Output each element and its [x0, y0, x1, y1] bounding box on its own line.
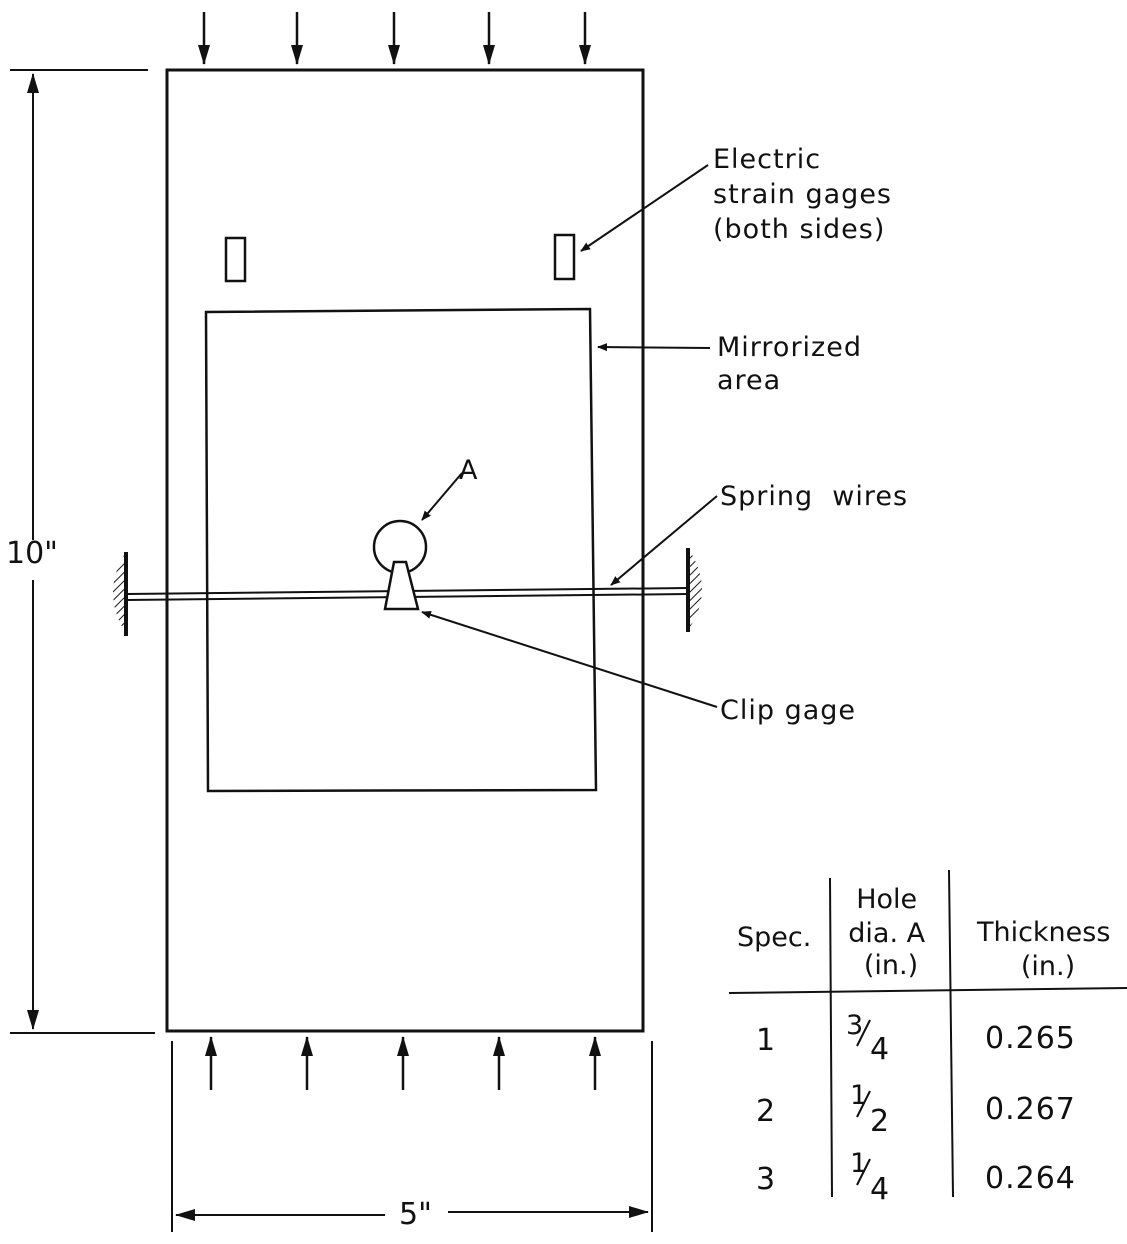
table-row: 1 3 4 0.265 — [756, 1010, 1076, 1067]
hole-a-leader — [421, 472, 463, 521]
table-header-thickness: Thickness (in.) — [976, 917, 1119, 982]
clip-gage — [383, 560, 420, 611]
table-rule — [728, 987, 1127, 994]
fraction-bar — [856, 1019, 871, 1047]
width-dimension — [171, 1041, 653, 1232]
height-dimension — [10, 69, 155, 1034]
clip-gage-label: Clip gage — [720, 695, 856, 726]
strain-gage-leader — [580, 164, 709, 252]
mirrorized-area — [204, 307, 598, 793]
fraction-denominator: 2 — [870, 1104, 890, 1139]
wire-anchor-right — [686, 548, 702, 632]
strain-gage-left — [224, 236, 247, 283]
height-dimension-label: 10" — [6, 536, 58, 571]
width-dimension-label: 5" — [399, 1197, 432, 1232]
top-load-arrows — [198, 12, 591, 65]
mirrorized-label: Mirrorized area — [717, 332, 872, 396]
wire-anchor-left — [113, 552, 128, 636]
table-cell-hole-dia: 1 4 — [850, 1148, 890, 1207]
table-cell-hole-dia: 3 4 — [846, 1010, 890, 1067]
fraction-numerator: 1 — [850, 1080, 867, 1111]
specimen-table: Spec. Hole dia. A (in.) Thickness (in.) … — [728, 869, 1127, 1207]
bottom-load-arrows — [205, 1036, 601, 1090]
table-cell-hole-dia: 1 2 — [850, 1080, 890, 1139]
table-header-thickness-line: (in.) — [1021, 951, 1075, 982]
mirrorized-label-line: area — [717, 365, 781, 396]
table-header-hole-line: dia. A — [848, 918, 925, 949]
table-row: 2 1 2 0.267 — [756, 1080, 1076, 1139]
fraction-denominator: 4 — [870, 1172, 890, 1207]
strain-gages-label-line: strain gages — [713, 179, 892, 210]
clip-gage-leader — [421, 610, 718, 708]
table-row: 3 1 4 0.264 — [756, 1148, 1076, 1207]
fraction-bar — [856, 1158, 871, 1186]
fraction-numerator: 1 — [850, 1148, 867, 1179]
table-cell-spec: 2 — [756, 1094, 776, 1129]
table-header-spec: Spec. — [737, 922, 811, 953]
spring-wires-leader — [610, 495, 718, 586]
table-column-divider — [829, 877, 833, 1198]
leader-lines — [421, 164, 718, 708]
table-header-hole-line: Hole — [856, 884, 917, 915]
strain-gages-label-line: (both sides) — [713, 214, 885, 245]
table-cell-thickness: 0.265 — [985, 1021, 1076, 1056]
table-cell-spec: 3 — [756, 1162, 776, 1197]
table-cell-thickness: 0.264 — [985, 1161, 1076, 1196]
table-cell-spec: 1 — [756, 1023, 776, 1058]
table-header-hole-line: (in.) — [864, 950, 918, 981]
table-column-divider — [948, 869, 954, 1198]
fraction-numerator: 3 — [846, 1010, 863, 1041]
hole-a-label: A — [459, 455, 478, 486]
strain-gages-label-line: Electric — [713, 144, 821, 175]
strain-gages-label: Electric strain gages (both sides) — [713, 144, 902, 245]
fraction-denominator: 4 — [870, 1032, 890, 1067]
table-header-thickness-line: Thickness — [976, 917, 1110, 948]
specimen-plate — [165, 68, 645, 1033]
strain-gage-right — [553, 233, 576, 281]
spring-wires-label: Spring wires — [720, 481, 908, 512]
mirrorized-leader — [597, 343, 711, 352]
mirrorized-label-line: Mirrorized — [717, 332, 862, 363]
table-cell-thickness: 0.267 — [985, 1092, 1076, 1127]
fraction-bar — [856, 1090, 871, 1118]
table-header-hole: Hole dia. A (in.) — [848, 884, 933, 981]
